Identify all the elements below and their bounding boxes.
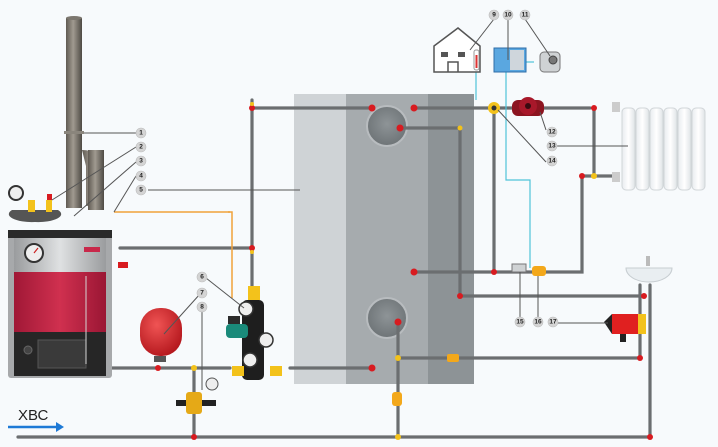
callout-12: 12 xyxy=(546,126,558,138)
controller xyxy=(493,47,527,73)
svg-text:14: 14 xyxy=(548,158,556,165)
svg-text:16: 16 xyxy=(534,319,542,326)
callout-2: 2 xyxy=(135,141,147,153)
callout-1: 1 xyxy=(135,127,147,139)
svg-text:9: 9 xyxy=(492,12,496,19)
callout-14: 14 xyxy=(546,155,558,167)
callout-17: 17 xyxy=(547,316,559,328)
callout-9: 9 xyxy=(488,9,500,21)
safety-group xyxy=(8,185,62,223)
circulation-pump xyxy=(512,97,544,116)
svg-text:15: 15 xyxy=(516,319,524,326)
svg-text:17: 17 xyxy=(549,319,557,326)
svg-text:4: 4 xyxy=(139,173,143,180)
capillary-line xyxy=(228,211,233,298)
sensor-wires xyxy=(475,72,531,268)
outdoor-sensor xyxy=(539,51,561,73)
svg-text:13: 13 xyxy=(548,143,556,150)
flow-arrow-icon xyxy=(8,422,64,432)
dhw-filter xyxy=(532,266,546,276)
callout-7: 7 xyxy=(196,287,208,299)
radiator xyxy=(612,102,706,191)
callout-4: 4 xyxy=(135,170,147,182)
fittings xyxy=(155,102,653,440)
svg-text:7: 7 xyxy=(200,290,204,297)
callout-6: 6 xyxy=(196,271,208,283)
svg-text:12: 12 xyxy=(548,129,556,136)
svg-text:2: 2 xyxy=(139,144,143,151)
boiler xyxy=(8,230,128,378)
callout-15: 15 xyxy=(514,316,526,328)
callout-11: 11 xyxy=(519,9,531,21)
sink xyxy=(625,256,673,283)
svg-text:10: 10 xyxy=(504,12,512,19)
svg-text:8: 8 xyxy=(200,304,204,311)
chimney xyxy=(64,16,104,210)
pump-mixing-group xyxy=(226,286,282,380)
cold-water-label: ХВС xyxy=(18,407,49,424)
callout-8: 8 xyxy=(196,301,208,313)
callout-5: 5 xyxy=(135,184,147,196)
pressure-reducer xyxy=(176,377,219,414)
callout-13: 13 xyxy=(546,140,558,152)
buffer-tank xyxy=(294,94,474,384)
callout-16: 16 xyxy=(532,316,544,328)
callout-3: 3 xyxy=(135,155,147,167)
svg-text:6: 6 xyxy=(200,274,204,281)
svg-text:11: 11 xyxy=(522,12,529,19)
instantaneous-heater xyxy=(604,314,646,342)
svg-text:3: 3 xyxy=(139,158,143,165)
dhw-valve xyxy=(511,263,527,273)
svg-text:1: 1 xyxy=(139,130,143,137)
room-thermostat xyxy=(433,27,481,73)
pipe-network xyxy=(16,98,652,439)
svg-text:5: 5 xyxy=(139,187,143,194)
mixing-valve xyxy=(488,102,500,114)
expansion-vessel xyxy=(140,308,182,362)
callout-10: 10 xyxy=(502,9,514,21)
leader-lines xyxy=(51,18,628,390)
